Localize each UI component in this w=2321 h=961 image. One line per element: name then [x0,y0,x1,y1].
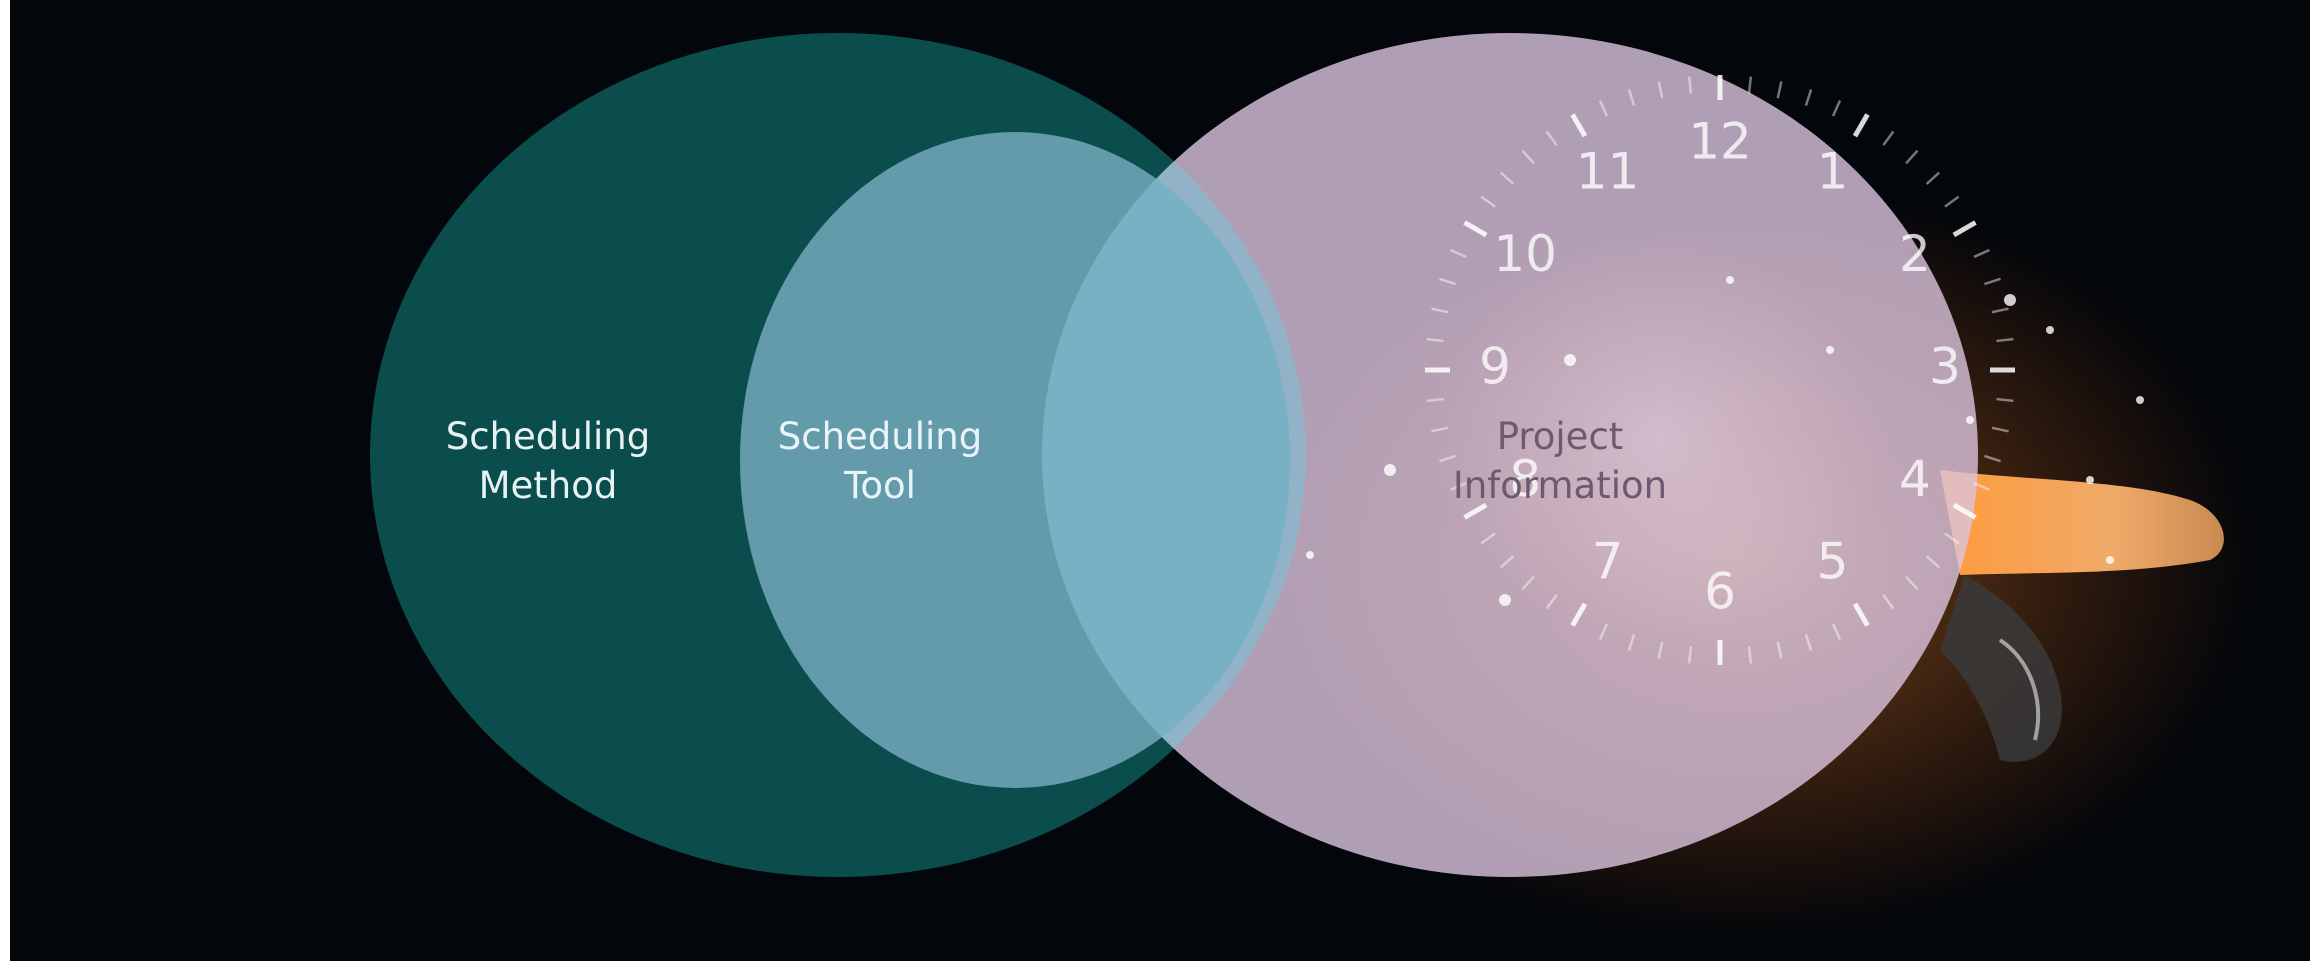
clock-tick [1747,646,1753,664]
clock-tick [1905,149,1919,165]
venn-diagram: 12 12 3 45 6 78 9 10 11 [370,33,2260,940]
clock-tick [1627,89,1636,106]
clock-tick [1480,532,1496,545]
clock-tick [1426,397,1444,403]
clock-number: 10 [1493,225,1557,283]
clock-tick [1925,555,1941,569]
clock-tick [1776,641,1783,659]
clock-tick [1996,337,2014,343]
clock-tick [1426,337,1444,343]
clock-number: 3 [1929,338,1961,396]
clock-tick [1996,397,2014,403]
clock-tick [1480,195,1496,208]
sparkle-dot [1726,276,1734,284]
clock-number: 1 [1817,143,1849,201]
clock-tick [1627,634,1636,651]
clock-number: 4 [1899,450,1931,508]
clock-tick [1449,481,1467,492]
label-scheduling-tool: Scheduling Tool [778,412,982,510]
sparkle-dot [2004,294,2016,306]
clock-tick [1657,641,1664,659]
clock-tick [1905,575,1919,591]
label-scheduling-tool-line2: Tool [844,464,916,507]
clock-tick [1944,532,1960,545]
clock-tick [1499,555,1515,569]
clock-tick [1852,602,1870,627]
label-scheduling-method-line1: Scheduling [445,415,651,458]
sparkle-dot [1826,346,1834,354]
clock-tick [1545,594,1558,610]
clock-tick [1449,248,1467,259]
clock-tick [1852,113,1870,138]
clock-tick [1973,248,1991,259]
clock-tick [1431,426,1449,433]
label-project-information-line1: Project [1496,415,1624,458]
clock-tick [1439,277,1456,286]
sparkle-dot [2086,476,2094,484]
clock-tick [1831,99,1842,117]
clock-number: 12 [1688,113,1752,171]
clock-tick [1463,220,1488,238]
clock-number: 2 [1899,225,1931,283]
clock-tick [1545,130,1558,146]
clock-tick [1570,602,1588,627]
sparkle-dot [1499,594,1511,606]
clock-tick [1831,623,1842,641]
clock-tick [1952,502,1977,520]
clock-tick [1499,171,1515,185]
clock-tick [1747,76,1753,94]
clock-number: 9 [1479,338,1511,396]
label-scheduling-tool-line1: Scheduling [777,415,983,458]
sparkle-dot [1966,416,1974,424]
sparkle-dot [2046,326,2054,334]
clock-tick [1804,634,1813,651]
sparkle-dot [1306,551,1314,559]
label-project-information: Project Information [1453,412,1667,510]
clock-tick [1598,99,1609,117]
label-project-information-line2: Information [1452,464,1668,507]
label-scheduling-method-line2: Method [478,464,618,507]
sparkle-dot [2136,396,2144,404]
sparkle-dot [2106,556,2114,564]
clock-tick [1882,130,1895,146]
clock-tick [1991,426,2009,433]
clock-tick [1804,89,1813,106]
clock-tick [1776,81,1783,99]
clock-tick [1925,171,1941,185]
clock-number: 11 [1576,143,1640,201]
sparkle-dot [1564,354,1576,366]
clock-tick [1570,113,1588,138]
sparkle-dots [1306,276,2144,606]
clock-tick [1687,646,1693,664]
clock-tick [1984,277,2001,286]
clock-number: 8 [1509,450,1541,508]
clock-tick [1521,149,1535,165]
clock-number: 5 [1817,532,1849,590]
clock-tick [1657,81,1664,99]
clock-tick [1984,454,2001,463]
clock-face-icon: 12 12 3 45 6 78 9 10 11 [1425,75,2015,665]
clock-tick [1882,594,1895,610]
label-scheduling-method: Scheduling Method [446,412,650,510]
clock-tick [1431,307,1449,314]
clock-tick [1991,307,2009,314]
clock-tick [1598,623,1609,641]
clock-number: 7 [1592,532,1624,590]
clock-tick [1973,481,1991,492]
clock-tick [1944,195,1960,208]
clock-tick [1463,502,1488,520]
clock-tick [1952,220,1977,238]
clock-tick [1439,454,1456,463]
clock-tick [1687,76,1693,94]
circle-project-information [1042,33,1978,877]
clock-number: 6 [1704,563,1736,621]
clock-tick [1521,575,1535,591]
sparkle-dot [1384,464,1396,476]
